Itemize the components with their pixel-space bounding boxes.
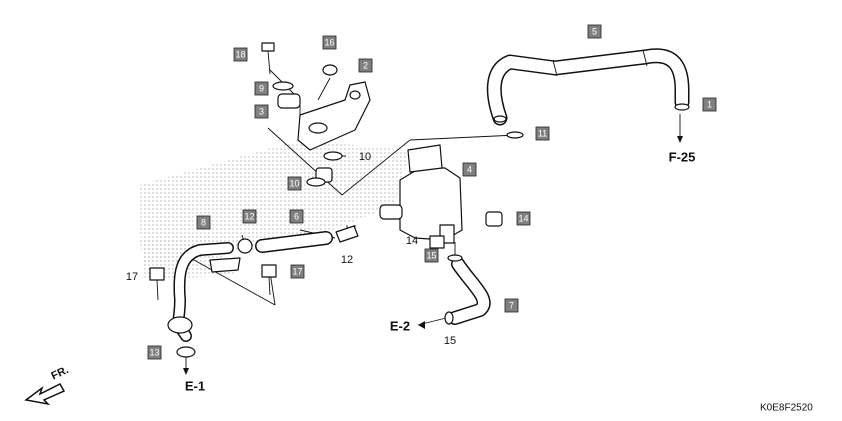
clip-15 bbox=[444, 311, 454, 325]
svg-text:11: 11 bbox=[538, 129, 547, 139]
ref-f25: F-25 bbox=[669, 150, 696, 165]
svg-text:16: 16 bbox=[324, 38, 334, 48]
svg-text:18: 18 bbox=[235, 50, 245, 60]
label-17: 17 bbox=[126, 271, 138, 283]
tag-3[interactable]: 3 bbox=[254, 104, 269, 119]
label-10: 10 bbox=[359, 151, 371, 163]
label-15: 15 bbox=[444, 335, 456, 347]
nut-14b bbox=[429, 235, 445, 249]
svg-text:4: 4 bbox=[467, 165, 472, 175]
tag-10[interactable]: 10 bbox=[287, 176, 302, 191]
svg-text:9: 9 bbox=[259, 84, 264, 94]
tag-8[interactable]: 8 bbox=[196, 215, 211, 230]
hose-6 bbox=[255, 231, 333, 253]
nut-14 bbox=[485, 211, 503, 227]
washer-10a bbox=[323, 151, 343, 161]
tag-14[interactable]: 14 bbox=[516, 211, 531, 226]
front-arrow: FR. bbox=[24, 364, 71, 406]
tag-17[interactable]: 17 bbox=[290, 264, 305, 279]
arrow-e2-icon bbox=[418, 321, 425, 329]
front-label: FR. bbox=[49, 364, 70, 382]
clip-12 bbox=[335, 225, 359, 243]
svg-text:2: 2 bbox=[363, 61, 368, 71]
gasket-18 bbox=[176, 346, 196, 358]
svg-text:1: 1 bbox=[707, 100, 712, 110]
svg-text:7: 7 bbox=[509, 301, 514, 311]
tag-15[interactable]: 15 bbox=[424, 248, 439, 263]
bolt-17a bbox=[149, 267, 165, 301]
nut-16 bbox=[322, 64, 338, 76]
svg-text:17: 17 bbox=[292, 267, 302, 277]
svg-text:13: 13 bbox=[149, 348, 159, 358]
tag-18[interactable]: 18 bbox=[233, 47, 248, 62]
tag-6[interactable]: 6 bbox=[289, 209, 304, 224]
hose-7 bbox=[448, 257, 491, 325]
rubber-3 bbox=[277, 93, 301, 109]
bolt-18 bbox=[261, 42, 275, 75]
svg-text:12: 12 bbox=[244, 212, 254, 222]
tag-11[interactable]: 11 bbox=[535, 126, 550, 141]
tag-5[interactable]: 5 bbox=[587, 24, 602, 39]
clip-12b bbox=[237, 238, 253, 254]
tag-13[interactable]: 13 bbox=[147, 345, 162, 360]
diagram-code: K0E8F2520 bbox=[760, 403, 813, 414]
ref-e2: E-2 bbox=[390, 319, 410, 334]
bolt-17b bbox=[261, 264, 277, 296]
arrow-e1-icon bbox=[183, 368, 189, 375]
hose-5 bbox=[486, 48, 690, 126]
tag-16[interactable]: 16 bbox=[322, 35, 337, 50]
svg-text:15: 15 bbox=[426, 251, 436, 261]
tag-4[interactable]: 4 bbox=[462, 162, 477, 177]
label-14: 14 bbox=[406, 235, 418, 247]
svg-text:8: 8 bbox=[201, 218, 206, 228]
pipe-8-end bbox=[167, 316, 193, 334]
clip-11 bbox=[506, 131, 524, 139]
clip-15-top bbox=[447, 254, 463, 262]
arrow-f25-icon bbox=[677, 136, 683, 143]
svg-text:6: 6 bbox=[294, 212, 299, 222]
svg-text:5: 5 bbox=[592, 27, 597, 37]
label-12: 12 bbox=[341, 254, 353, 266]
washer-9 bbox=[272, 81, 294, 91]
tag-2[interactable]: 2 bbox=[358, 58, 373, 73]
front-arrow-icon bbox=[24, 383, 66, 406]
svg-text:3: 3 bbox=[259, 107, 264, 117]
tag-7[interactable]: 7 bbox=[504, 298, 519, 313]
svg-text:10: 10 bbox=[289, 179, 299, 189]
svg-text:14: 14 bbox=[518, 214, 528, 224]
engine-shading bbox=[140, 140, 410, 265]
valve-4 bbox=[379, 144, 463, 244]
tag-9[interactable]: 9 bbox=[254, 81, 269, 96]
tag-1[interactable]: 1 bbox=[702, 97, 717, 112]
tag-12[interactable]: 12 bbox=[242, 209, 257, 224]
ref-e1: E-1 bbox=[185, 379, 205, 394]
clip-1 bbox=[674, 103, 690, 111]
